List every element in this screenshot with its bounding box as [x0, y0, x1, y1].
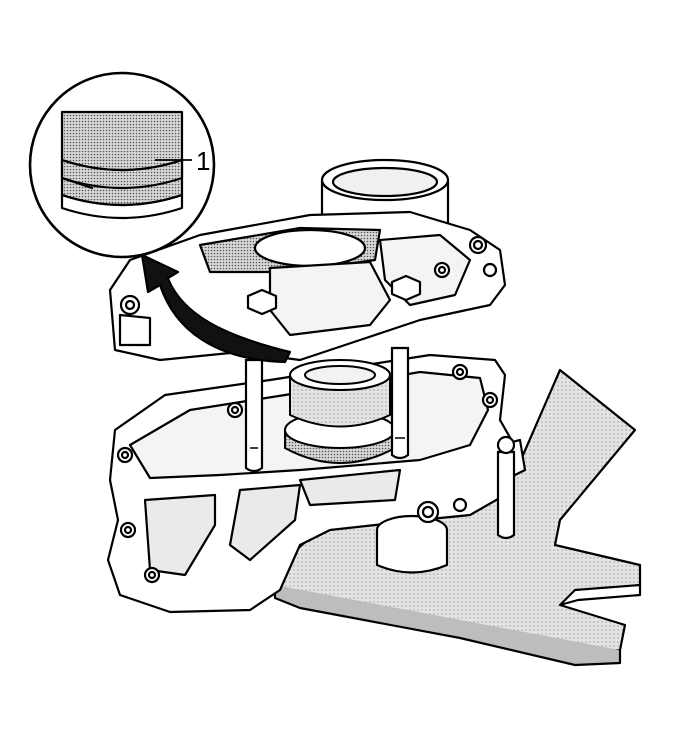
bushing-detail [60, 110, 184, 220]
magnified-detail: 1 [28, 71, 216, 259]
callout-1-label: 1 [196, 146, 210, 176]
gear-shaft-assembly [284, 359, 396, 464]
guide-rods [244, 346, 516, 540]
lower-case-half [106, 353, 527, 614]
removal-arrow [140, 253, 292, 364]
